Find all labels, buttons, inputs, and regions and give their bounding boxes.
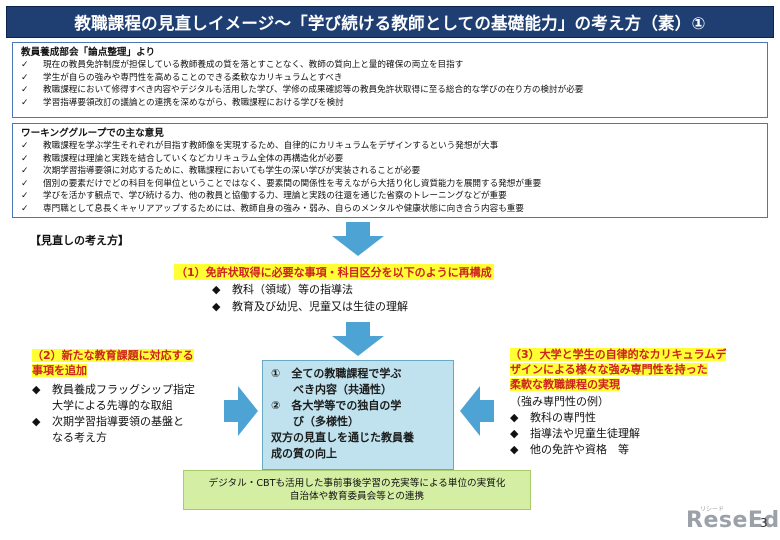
checkmark-icon: ✓ [21, 141, 29, 151]
diamond-icon: ◆ [212, 283, 221, 296]
checkmark-icon: ✓ [21, 72, 29, 83]
diamond-icon: ◆ [32, 415, 41, 428]
section1-bullets: ◆教科（領域）等の指導法 ◆教育及び幼児、児童又は生徒の理解 [212, 281, 408, 315]
working-group-heading: ワーキンググループでの主な意見 [21, 128, 164, 139]
left-arrow-icon [460, 386, 494, 436]
list-item: ✓学びを活かす観点で、学び続ける力、他の教員と協働する力、理論と実践の往還を通じ… [21, 191, 507, 202]
title-bar: 教職課程の見直しイメージ～「学び続ける教師としての基礎能力」の考え方（素）① [6, 6, 774, 38]
diamond-icon: ◆ [32, 383, 41, 396]
list-item: ◆教育及び幼児、児童又は生徒の理解 [212, 300, 408, 313]
list-item: ✓現在の教員免許制度が担保している教師養成の質を落とすことなく、教師の質向上と量… [21, 60, 464, 70]
list-item: ✓学生が自らの強みや専門性を高めることのできる柔軟なカリキュラムとすべき [21, 72, 343, 83]
working-group-box: ワーキンググループでの主な意見 ✓教職課程を学ぶ学生それぞれが目指す教師像を実現… [12, 123, 768, 218]
diamond-icon: ◆ [212, 300, 221, 313]
ronten-seiri-heading: 教員養成部会「論点整理」より [21, 47, 156, 58]
section3-bullets: ◆教科の専門性 ◆指導法や児童生徒理解 ◆他の免許や資格 等 [510, 410, 726, 458]
checkmark-icon: ✓ [21, 166, 29, 177]
diamond-icon: ◆ [510, 443, 519, 456]
section2: （2）新たな教育課題に対応する 事項を追加 ◆教員養成フラッグシップ指定 大学に… [32, 348, 195, 446]
section3-title: （3）大学と学生の自律的なカリキュラムデ ザインによる様々な強み専門性を持った … [510, 348, 727, 391]
list-item: ◆教科の専門性 [510, 411, 596, 424]
list-item: ✓学習指導要領改訂の議論との連携を深めながら、教職課程における学びを検討 [21, 97, 344, 108]
resemom-logo: ReseEd [686, 508, 780, 533]
down-arrow-icon [332, 222, 384, 256]
section1-title: （1）免許状取得に必要な事項・科目区分を以下のように再構成 [174, 264, 494, 280]
page-title: 教職課程の見直しイメージ～「学び続ける教師としての基礎能力」の考え方（素）① [74, 14, 706, 33]
logo-subtitle: リシード [700, 506, 725, 513]
list-item: ◆他の免許や資格 等 [510, 443, 629, 456]
checkmark-icon: ✓ [21, 178, 29, 189]
checkmark-icon: ✓ [21, 191, 29, 202]
list-item: ✓教職課程を学ぶ学生それぞれが目指す教師像を実現するため、自律的にカリキュラムを… [21, 141, 499, 151]
list-item: ✓個別の要素だけでどの科目を何単位ということではなく、要素間の関係性を考えながら… [21, 178, 542, 189]
list-item: ✓次期学習指導要領に対応するために、教職課程においても学生の深い学びが実装される… [21, 166, 421, 177]
section3: （3）大学と学生の自律的なカリキュラムデ ザインによる様々な強み専門性を持った … [510, 347, 727, 458]
center-summary-box: ① 全ての教職課程で学ぶ べき内容（共通性） ② 各大学等での独自の学 び（多様… [262, 360, 454, 470]
section2-bullets: ◆教員養成フラッグシップ指定 大学による先導的な取組 ◆次期学習指導要領の基盤と… [32, 383, 195, 444]
ronten-seiri-box: 教員養成部会「論点整理」より ✓現在の教員免許制度が担保している教師養成の質を落… [12, 42, 768, 118]
checkmark-icon: ✓ [21, 60, 29, 70]
list-item: ✓教職課程は理論と実践を結合していくなどカリキュラム全体の再構造化が必要 [21, 153, 344, 164]
list-item: ✓専門職として息長くキャリアアップするためには、教師自身の強み・弱み、自らのメン… [21, 203, 524, 214]
list-item: ◆次期学習指導要領の基盤と [32, 415, 184, 428]
diamond-icon: ◆ [510, 427, 519, 440]
list-item: ◆教員養成フラッグシップ指定 [32, 383, 195, 396]
checkmark-icon: ✓ [21, 97, 29, 108]
page-number: 3 [760, 516, 768, 530]
section3-subtitle: （強み専門性の例） [510, 395, 609, 408]
section2-title: （2）新たな教育課題に対応する 事項を追加 [32, 349, 194, 377]
right-arrow-icon [224, 386, 258, 436]
list-item: ◆指導法や児童生徒理解 [510, 427, 640, 440]
bottom-note-box: デジタル・CBTも活用した事前事後学習の充実等による単位の実質化 自治体や教育委… [183, 470, 531, 510]
checkmark-icon: ✓ [21, 203, 29, 214]
list-item: ◆教科（領域）等の指導法 [212, 283, 353, 296]
checkmark-icon: ✓ [21, 153, 29, 164]
checkmark-icon: ✓ [21, 85, 29, 96]
list-item: ✓教職課程において修得すべき内容やデジタルも活用した学び、学修の成果確認等の教員… [21, 85, 584, 96]
down-arrow-icon [332, 322, 384, 356]
section-label: 【見直しの考え方】 [30, 234, 129, 247]
diamond-icon: ◆ [510, 411, 519, 424]
